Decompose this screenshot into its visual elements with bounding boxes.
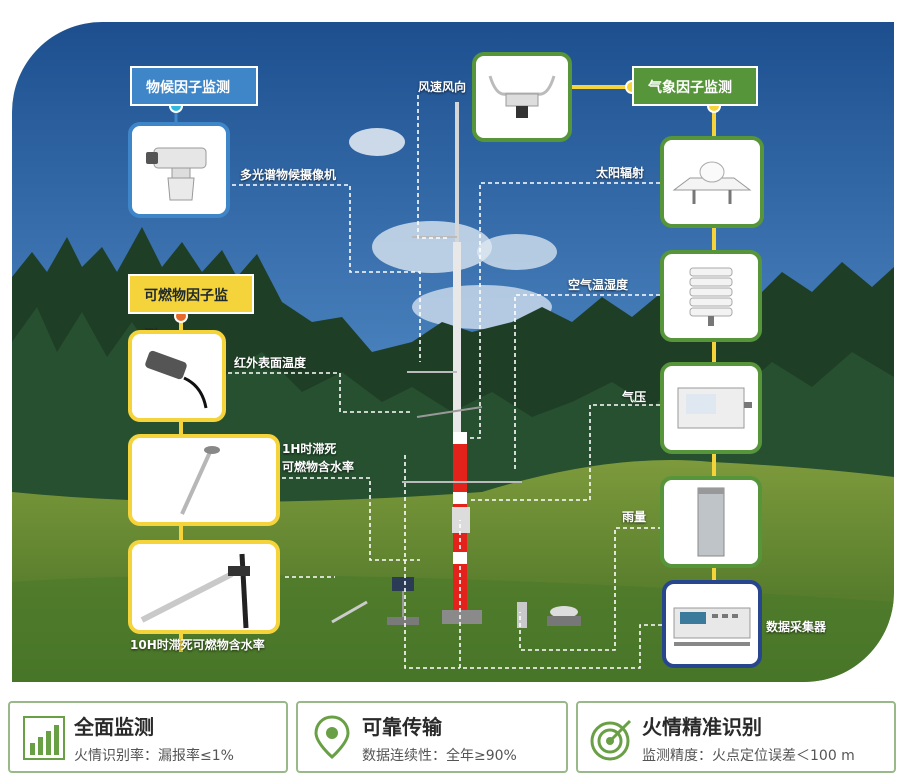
wind-sensor-box [472,52,572,142]
bar-chart-icon [23,716,65,760]
fuel-stick-icon [180,446,220,515]
rain-sensor-box [660,476,762,568]
radiation-sensor-icon [672,161,752,204]
infrared-sensor-icon [145,350,208,409]
weather-group-header: 气象因子监测 [632,66,758,106]
infrared-sensor-box [128,330,226,422]
card-comprehensive-title: 全面监测 [74,715,154,739]
target-icon [590,719,632,761]
logger-box [662,580,762,668]
card-precise: 火情精准识别 监测精度：火点定位误差＜100 m [576,701,896,773]
phenology-group-header: 物候因子监测 [130,66,258,106]
thermo-shield-icon [689,267,733,326]
fuel-group-header: 可燃物因子监测 [128,274,254,344]
card-reliable-title: 可靠传输 [362,715,442,739]
camera-label: 多光谱物候摄像机 [240,168,337,182]
fuel-1h-label-line1: 1H时滞死 [282,442,337,456]
infrared-label: 红外表面温度 [234,356,307,370]
rain-label: 雨量 [622,510,647,524]
fuel-10h-label: 10H时滞死可燃物含水率 [130,638,265,652]
fuel-dowel-icon [140,553,250,629]
anemometer-icon [488,75,556,118]
barometer-icon [677,387,752,429]
air-label: 空气温湿度 [568,278,629,292]
fuel-1h-sensor-box [128,434,280,526]
location-pin-icon [314,715,350,759]
fuel-1h-label-line2: 可燃物含水率 [282,460,355,474]
logger-label: 数据采集器 [766,620,827,634]
solar-sensor-box [660,136,764,228]
rain-gauge-icon [697,487,725,557]
camera-sensor-box [128,122,230,218]
camera-icon [146,147,207,201]
card-reliable: 可靠传输 数据连续性：全年≥90% [296,701,568,773]
card-comprehensive: 全面监测 火情识别率：漏报率≤1% [8,701,288,773]
solar-label: 太阳辐射 [596,166,645,180]
card-comprehensive-subtitle: 火情识别率：漏报率≤1% [74,748,234,764]
card-precise-title: 火情精准识别 [642,715,762,739]
wind-label: 风速风向 [418,80,467,94]
pressure-label: 气压 [622,390,647,404]
pressure-sensor-box [660,362,762,454]
card-reliable-subtitle: 数据连续性：全年≥90% [362,748,517,764]
fuel-10h-sensor-box [128,540,280,634]
air-sensor-box [660,250,762,342]
data-logger-icon [673,607,751,646]
card-precise-subtitle: 监测精度：火点定位误差＜100 m [642,748,855,764]
